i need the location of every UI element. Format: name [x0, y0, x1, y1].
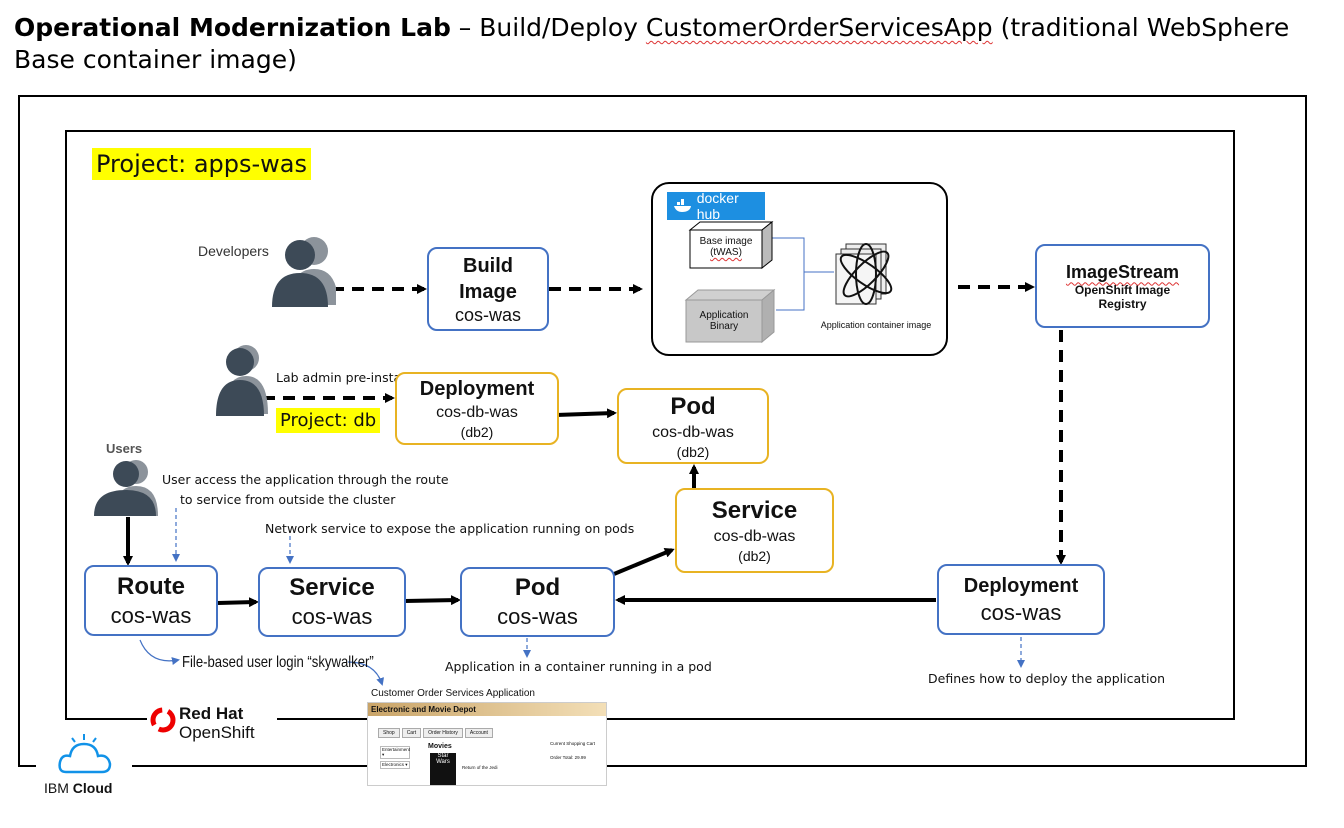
dockerhub-group [651, 182, 948, 356]
imagestream-line1: OpenShift Image [1074, 282, 1171, 297]
screenshot-item: Return of the Jedi [462, 765, 498, 770]
lab-admin-icon [216, 345, 268, 416]
note-user-access-1: User access the application through the … [162, 472, 449, 487]
pod-db-title: Pod [670, 392, 716, 420]
users-icon [94, 460, 158, 516]
service-title: Service [289, 574, 375, 601]
pod-db-box: Pod cos-db-was (db2) [617, 388, 769, 464]
service-db-type: (db2) [738, 548, 771, 564]
pod-db-name: cos-db-was [652, 423, 734, 441]
note-app-in-container: Application in a container running in a … [445, 659, 712, 674]
title-lab-name: Operational Modernization Lab [14, 13, 451, 42]
redhat-text: Red Hat [179, 704, 244, 723]
pod-title: Pod [514, 574, 561, 601]
project-db-label: Project: db [276, 408, 381, 433]
screenshot-caption: Customer Order Services Application [371, 688, 535, 699]
screenshot-tabs: Shop Cart Order History Account [378, 728, 606, 738]
base-image-cube [688, 220, 774, 270]
deployment-title: Deployment [963, 574, 1079, 597]
container-image-label: Application container image [820, 320, 932, 330]
ibm-cloud-logo: IBM Cloud [36, 730, 132, 800]
docker-binary-connector [776, 272, 805, 311]
users-label: Users [106, 441, 143, 456]
note-defines: Defines how to deploy the application [928, 671, 1166, 686]
imagestream-box: ImageStream OpenShift Image Registry [1035, 244, 1210, 328]
service-db-box: Service cos-db-was (db2) [675, 488, 834, 573]
screenshot-side-menu: Entertainment ▾ Electronics ▾ [380, 746, 410, 771]
build-name: cos-was [454, 304, 521, 325]
title-suffix: (traditional WebSphere Base container im… [14, 13, 1290, 74]
project-apps-label: Project: apps-was [92, 148, 312, 180]
note-user-access-2: to service from outside the cluster [180, 492, 396, 507]
ibm-cloud-text: IBM Cloud [44, 780, 113, 796]
route-title: Route [117, 572, 185, 600]
note-network-service: Network service to expose the applicatio… [265, 521, 635, 536]
arrow-service-to-pod [404, 595, 461, 606]
arrow-pod-to-servicedb [613, 548, 675, 576]
imagestream-title: ImageStream [1065, 261, 1180, 282]
deployment-name: cos-was [980, 599, 1062, 625]
service-name: cos-was [291, 604, 373, 629]
docker-whale-icon [674, 199, 691, 212]
openshift-text: OpenShift [179, 723, 255, 742]
pod-box: Pod cos-was [460, 567, 615, 637]
note-file-login: File-based user login “skywalker” [182, 654, 374, 671]
deployment-db-title: Deployment [419, 378, 535, 400]
screenshot-tab-account: Account [464, 728, 493, 738]
dockerhub-text: docker hub [696, 190, 739, 222]
dockerhub-logo: docker hub [667, 190, 765, 222]
app-screenshot: Electronic and Movie Depot Shop Cart Ord… [367, 702, 607, 786]
title-app-name: CustomerOrderServicesApp [645, 13, 993, 42]
container-image-icon [835, 243, 893, 305]
developers-icon [272, 237, 336, 307]
deployment-db-name: cos-db-was [436, 404, 518, 421]
screenshot-cart-title: Current Shopping Cart [550, 741, 596, 746]
title-build-deploy: – Build/Deploy [450, 13, 646, 42]
imagestream-line2: Registry [1098, 296, 1147, 311]
outer-frame [18, 95, 1307, 767]
service-db-title: Service [711, 497, 798, 524]
deployment-box: Deployment cos-was [937, 564, 1105, 635]
arrow-deploydb-to-poddb [555, 408, 617, 419]
screenshot-order-total: Order Total: 29.99 [550, 755, 586, 760]
pod-db-type: (db2) [676, 443, 710, 460]
build-image-box: Build Image cos-was [427, 247, 549, 331]
screenshot-side-electronics: Electronics ▾ [380, 761, 410, 769]
build-title-1: Build [463, 254, 513, 277]
screenshot-header: Electronic and Movie Depot [368, 703, 606, 716]
base-image-label: Base image (tWAS) [699, 236, 753, 258]
screenshot-movies-heading: Movies [428, 743, 452, 750]
pointer-login-note [139, 639, 180, 665]
route-name: cos-was [110, 602, 192, 628]
build-title-2: Image [459, 280, 517, 303]
cluster-frame [65, 130, 1235, 720]
screenshot-poster: Star Wars [430, 753, 456, 785]
screenshot-tab-shop: Shop [378, 728, 400, 738]
docker-base-connector [771, 237, 834, 273]
screenshot-tab-order-history: Order History [423, 728, 463, 738]
lab-admin-label: Lab admin pre-install [276, 370, 409, 385]
cloud-icon [58, 734, 112, 774]
pod-name: cos-was [497, 604, 578, 629]
deployment-db-box: Deployment cos-db-was (db2) [395, 372, 559, 445]
deployment-db-type: (db2) [460, 424, 494, 440]
route-box: Route cos-was [84, 565, 218, 636]
service-box: Service cos-was [258, 567, 406, 637]
redhat-openshift-logo: Red Hat OpenShift [147, 702, 277, 746]
app-binary-cube [684, 288, 776, 344]
service-db-name: cos-db-was [713, 528, 796, 545]
pointer-login-screenshot [347, 661, 384, 686]
app-binary-label: Application Binary [699, 310, 749, 332]
screenshot-side-entertainment: Entertainment ▾ [380, 746, 411, 759]
page-title: Operational Modernization Lab – Build/De… [14, 12, 1334, 76]
developers-label: Developers [198, 243, 269, 259]
arrow-route-to-service [217, 597, 259, 608]
openshift-icon [150, 707, 176, 733]
screenshot-tab-cart: Cart [401, 728, 422, 738]
